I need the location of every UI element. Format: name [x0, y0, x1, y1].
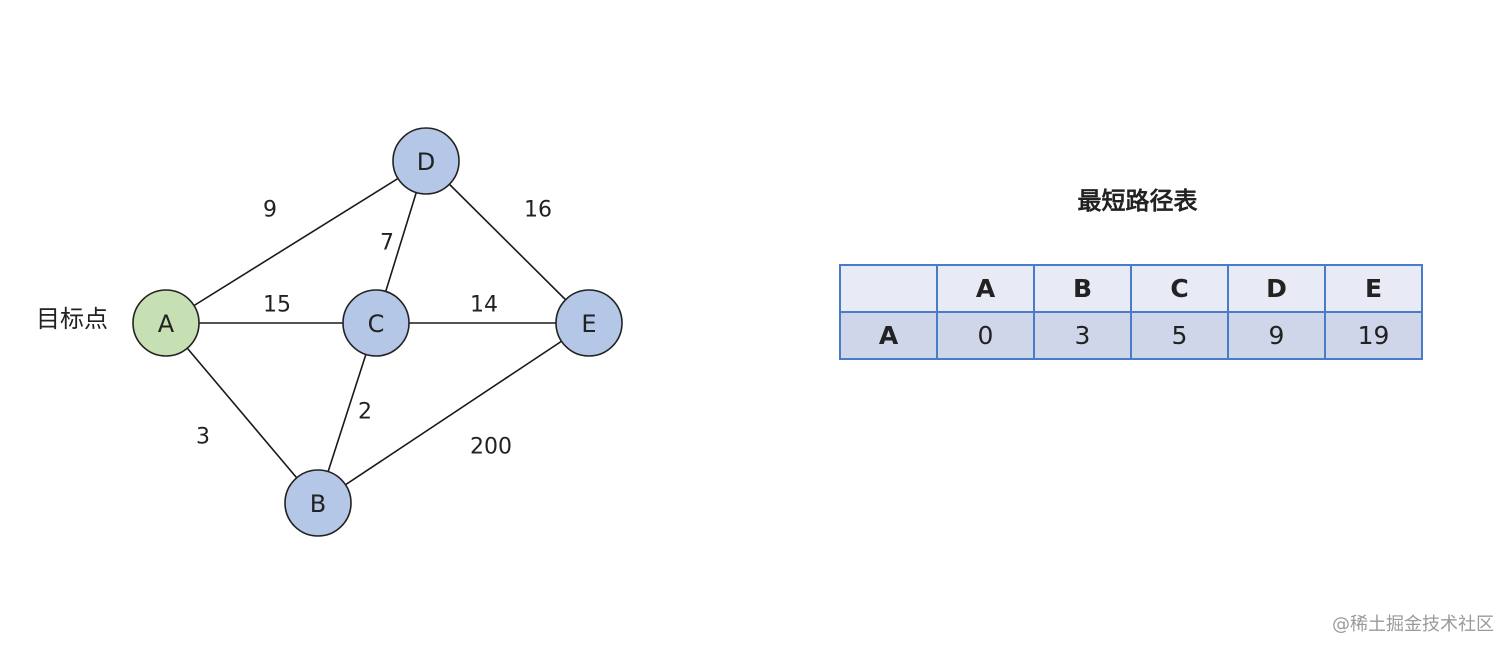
edge-weight-label: 200: [470, 435, 512, 460]
node-a: A: [132, 289, 200, 357]
edge-b-e: [317, 322, 590, 504]
graph-diagram: 9 15 3 7 14 2 16 200 A B C D E: [132, 127, 623, 537]
edge-d-e: [425, 160, 590, 324]
edge-weight-label: 3: [196, 425, 210, 450]
node-circle: [284, 469, 352, 537]
header-cell: C: [1130, 264, 1229, 313]
header-cell: D: [1227, 264, 1326, 313]
node-d: D: [392, 127, 460, 195]
distance-cell: 5: [1130, 311, 1229, 360]
edge-weight-label: 14: [470, 293, 498, 318]
header-cell: B: [1033, 264, 1132, 313]
node-circle: [342, 289, 410, 357]
node-label: B: [310, 490, 326, 518]
edge-a-b: [165, 322, 319, 504]
shortest-path-table: A B C D E A 0 3 5 9 19: [839, 264, 1423, 360]
node-circle: [392, 127, 460, 195]
node-b: B: [284, 469, 352, 537]
node-circle: [555, 289, 623, 357]
edge-weight-label: 7: [380, 231, 394, 256]
distance-cell: 0: [936, 311, 1035, 360]
row-header-cell: A: [839, 311, 938, 360]
target-point-label: 目标点: [36, 305, 108, 333]
table-header-row: A B C D E: [839, 264, 1423, 313]
edge-weight-label: 9: [263, 198, 277, 223]
edge-weight-label: 2: [358, 400, 372, 425]
node-label: D: [417, 148, 435, 176]
edge-weight-label: 15: [263, 293, 291, 318]
header-cell: A: [936, 264, 1035, 313]
distance-cell: 9: [1227, 311, 1326, 360]
node-circle: [132, 289, 200, 357]
node-e: E: [555, 289, 623, 357]
node-c: C: [342, 289, 410, 357]
watermark: @稀土掘金技术社区: [1332, 614, 1494, 635]
header-cell-corner: [839, 264, 938, 313]
node-label: C: [368, 310, 385, 338]
header-cell: E: [1324, 264, 1423, 313]
edge-a-d: [165, 160, 427, 324]
table-row: A 0 3 5 9 19: [839, 311, 1423, 360]
distance-cell: 3: [1033, 311, 1132, 360]
node-label: E: [581, 310, 596, 338]
node-label: A: [158, 310, 175, 338]
edge-weight-label: 16: [524, 198, 552, 223]
distance-cell: 19: [1324, 311, 1423, 360]
table-title: 最短路径表: [1077, 187, 1198, 215]
